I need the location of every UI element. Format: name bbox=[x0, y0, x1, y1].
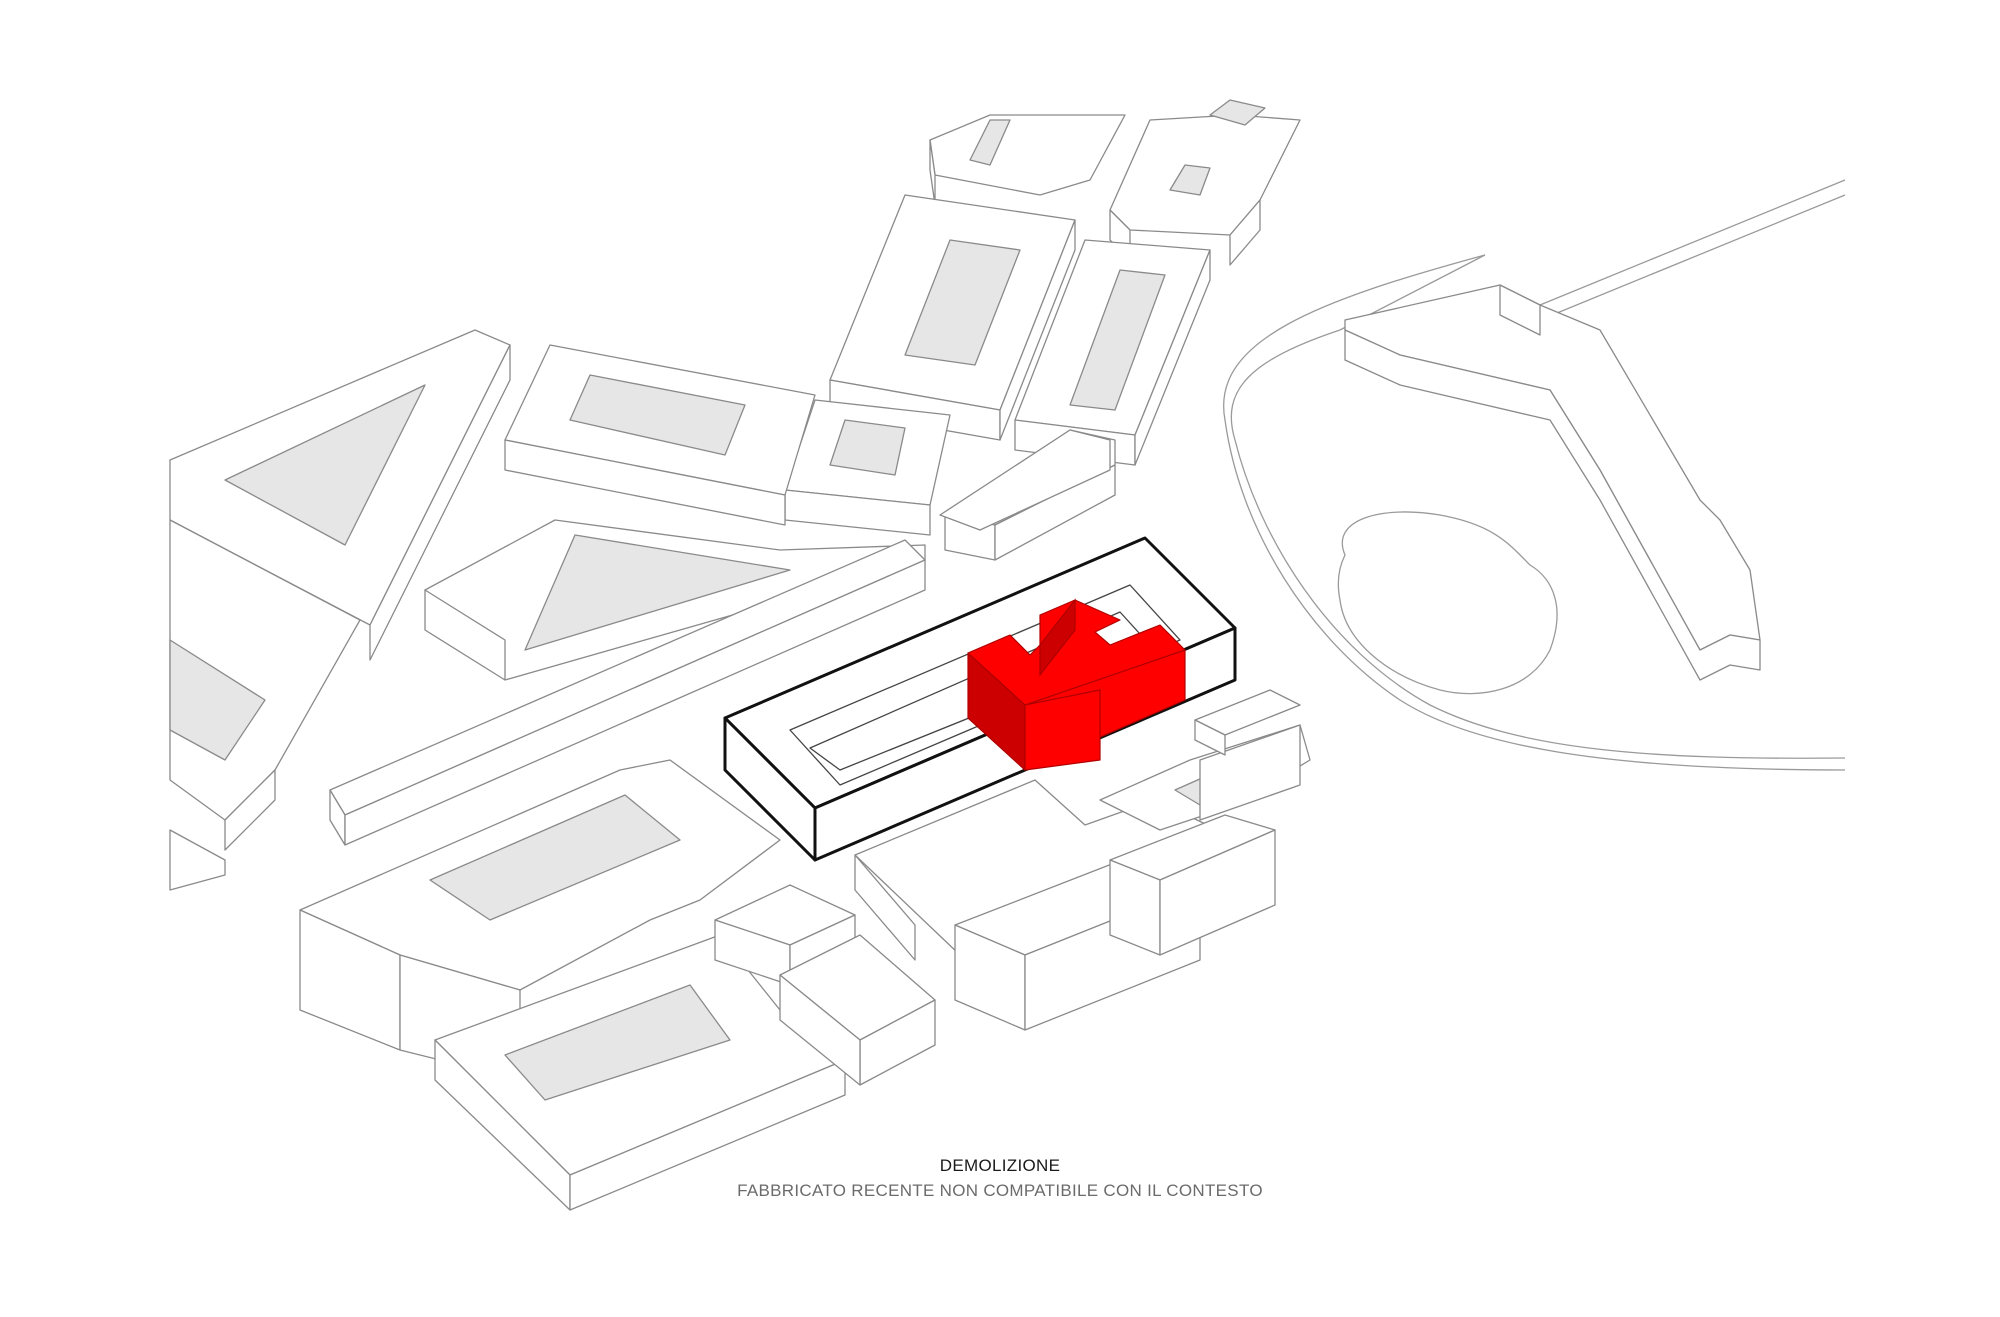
north-cluster bbox=[784, 99, 1301, 561]
pond bbox=[1337, 511, 1558, 695]
caption-subtitle: FABBRICATO RECENTE NON COMPATIBILE CON I… bbox=[737, 1181, 1263, 1200]
park-pavilion-building bbox=[1344, 284, 1761, 681]
curved-road-outer bbox=[1223, 254, 1846, 771]
demolition-block bbox=[967, 598, 1186, 771]
demolition-step bbox=[1039, 598, 1076, 677]
curved-road-inner bbox=[1230, 329, 1846, 759]
block-n7 bbox=[939, 429, 1111, 531]
diagonal-road-right bbox=[1539, 179, 1846, 306]
park-roads bbox=[1223, 179, 1846, 771]
block-n1 bbox=[929, 114, 1126, 196]
diagonal-road-right-2 bbox=[1539, 194, 1846, 321]
demolition-lower bbox=[1024, 689, 1101, 771]
caption-title: DEMOLIZIONE bbox=[939, 1156, 1061, 1175]
south-cluster bbox=[299, 759, 936, 1211]
southeast-cluster bbox=[854, 689, 1311, 1031]
west-cluster bbox=[169, 329, 926, 891]
